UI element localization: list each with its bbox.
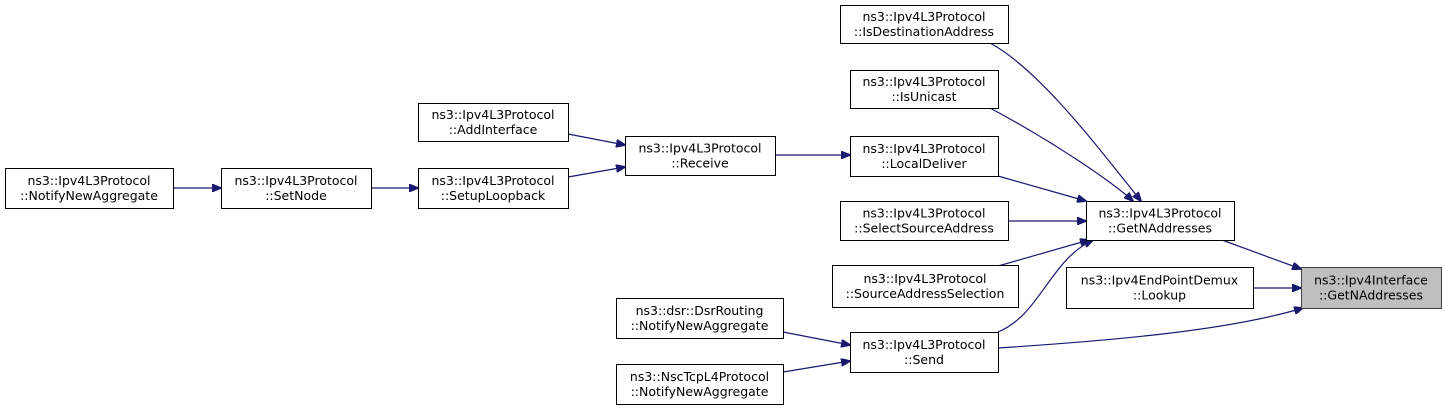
edge-nsc-to-send <box>782 361 850 373</box>
node-box <box>418 103 569 142</box>
node-box <box>1086 201 1235 241</box>
node-label-line1: ns3::Ipv4L3Protocol <box>862 74 985 89</box>
edge-dsr-to-send <box>782 331 850 345</box>
node-box <box>840 201 1009 241</box>
node-local[interactable]: ns3::Ipv4L3Protocol::LocalDeliver <box>850 136 999 177</box>
node-target[interactable]: ns3::Ipv4Interface::GetNAddresses <box>1301 267 1442 309</box>
edge-isuni-to-getn <box>989 107 1133 201</box>
node-label-line2: ::AddInterface <box>449 122 538 137</box>
node-box <box>1301 267 1442 309</box>
edge-getn-to-target <box>1221 239 1301 269</box>
node-label-line2: ::SourceAddressSelection <box>846 286 1005 301</box>
node-label-line1: ns3::Ipv4Interface <box>1314 273 1428 288</box>
node-label-line2: ::GetNAddresses <box>1319 288 1423 303</box>
node-label-line2: ::IsDestinationAddress <box>854 24 994 39</box>
node-label-line2: ::IsUnicast <box>891 89 956 104</box>
node-dsr[interactable]: ns3::dsr::DsrRouting::NotifyNewAggregate <box>616 298 784 339</box>
node-label-line2: ::SetupLoopback <box>441 188 546 203</box>
node-label-line1: ns3::Ipv4L3Protocol <box>862 206 985 221</box>
node-label-line2: ::SetNode <box>265 188 327 203</box>
node-lookup[interactable]: ns3::Ipv4EndPointDemux::Lookup <box>1066 267 1254 309</box>
node-label-line1: ns3::Ipv4L3Protocol <box>234 173 357 188</box>
node-label-line1: ns3::NscTcpL4Protocol <box>630 369 769 384</box>
node-box <box>5 168 174 209</box>
node-send[interactable]: ns3::Ipv4L3Protocol::Send <box>850 332 999 373</box>
node-label-line1: ns3::Ipv4L3Protocol <box>862 141 985 156</box>
node-label-line2: ::Lookup <box>1133 288 1186 303</box>
node-box <box>625 136 776 176</box>
node-label-line1: ns3::Ipv4L3Protocol <box>431 107 554 122</box>
node-label-line1: ns3::Ipv4L3Protocol <box>1098 206 1221 221</box>
node-label-line2: ::Send <box>904 352 944 367</box>
node-label-line1: ns3::Ipv4L3Protocol <box>863 271 986 286</box>
node-nsc[interactable]: ns3::NscTcpL4Protocol::NotifyNewAggregat… <box>616 364 784 405</box>
node-box <box>1066 267 1254 309</box>
node-loop[interactable]: ns3::Ipv4L3Protocol::SetupLoopback <box>418 168 569 209</box>
edges-layer <box>173 42 1303 373</box>
edge-srcsel-to-getn <box>997 240 1089 267</box>
node-notify[interactable]: ns3::Ipv4L3Protocol::NotifyNewAggregate <box>5 168 174 209</box>
node-label-line2: ::LocalDeliver <box>881 156 967 171</box>
nodes-layer: ns3::Ipv4L3Protocol::IsDestinationAddres… <box>5 5 1442 405</box>
node-label-line2: ::SelectSourceAddress <box>854 221 994 236</box>
node-label-line2: ::GetNAddresses <box>1108 221 1212 236</box>
node-setnode[interactable]: ns3::Ipv4L3Protocol::SetNode <box>221 168 372 209</box>
node-box <box>850 136 999 177</box>
edge-local-to-getn <box>997 175 1086 201</box>
node-label-line2: ::NotifyNewAggregate <box>631 318 769 333</box>
node-label-line2: ::NotifyNewAggregate <box>631 384 769 399</box>
node-box <box>616 298 784 339</box>
node-box <box>832 265 1019 308</box>
edge-addif-to-recv <box>567 133 625 145</box>
edge-send-to-getn <box>997 240 1093 333</box>
node-isdest[interactable]: ns3::Ipv4L3Protocol::IsDestinationAddres… <box>840 5 1009 44</box>
node-label-line2: ::Receive <box>671 156 729 171</box>
node-selsrc[interactable]: ns3::Ipv4L3Protocol::SelectSourceAddress <box>840 201 1009 241</box>
node-label-line1: ns3::Ipv4L3Protocol <box>862 337 985 352</box>
node-label-line1: ns3::Ipv4L3Protocol <box>862 9 985 24</box>
node-box <box>221 168 372 209</box>
node-box <box>616 364 784 405</box>
node-label-line1: ns3::Ipv4L3Protocol <box>638 141 761 156</box>
node-box <box>840 5 1009 44</box>
node-isuni[interactable]: ns3::Ipv4L3Protocol::IsUnicast <box>850 70 999 109</box>
node-label-line1: ns3::dsr::DsrRouting <box>636 303 764 318</box>
node-label-line1: ns3::Ipv4L3Protocol <box>431 173 554 188</box>
edge-loop-to-recv <box>567 167 625 178</box>
edge-send-to-target <box>997 308 1303 349</box>
node-label-line1: ns3::Ipv4L3Protocol <box>27 173 150 188</box>
node-addif[interactable]: ns3::Ipv4L3Protocol::AddInterface <box>418 103 569 142</box>
node-getn[interactable]: ns3::Ipv4L3Protocol::GetNAddresses <box>1086 201 1235 241</box>
node-label-line2: ::NotifyNewAggregate <box>20 188 158 203</box>
node-box <box>850 70 999 109</box>
node-box <box>418 168 569 209</box>
node-box <box>850 332 999 373</box>
node-label-line1: ns3::Ipv4EndPointDemux <box>1081 273 1238 288</box>
node-recv[interactable]: ns3::Ipv4L3Protocol::Receive <box>625 136 776 176</box>
edge-isdest-to-getn <box>989 42 1141 201</box>
node-srcsel[interactable]: ns3::Ipv4L3Protocol::SourceAddressSelect… <box>832 265 1019 308</box>
